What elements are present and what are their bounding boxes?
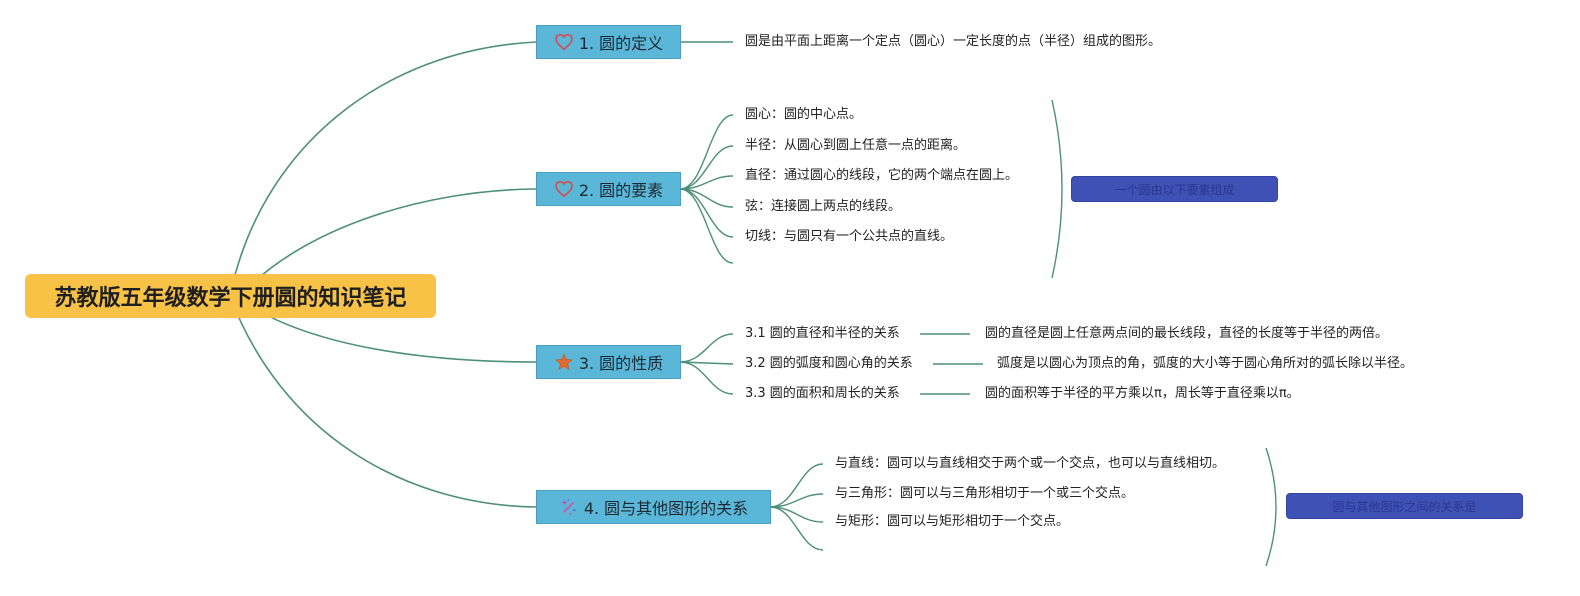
star-icon bbox=[554, 352, 574, 372]
connector-b3-c3 bbox=[679, 361, 734, 395]
branch-circle-relations[interactable]: 4. 圆与其他图形的关系 bbox=[536, 490, 771, 524]
connector-root-branch-1 bbox=[229, 41, 537, 297]
heart-outline-icon bbox=[554, 179, 574, 199]
summary-bracket-b4 bbox=[1265, 447, 1277, 567]
detail-property-3-3: 圆的面积等于半径的平方乘以π，周长等于直径乘以π。 bbox=[985, 386, 1300, 401]
root-topic[interactable]: 苏教版五年级数学下册圆的知识笔记 bbox=[25, 274, 436, 318]
leaf-property-3-3: 3.3 圆的面积和周长的关系 bbox=[745, 386, 900, 401]
branch-label: 2. 圆的要素 bbox=[578, 181, 664, 200]
branch-label: 4. 圆与其他图形的关系 bbox=[583, 499, 749, 518]
connector-b2-c6 bbox=[679, 188, 734, 264]
leaf-with-line: 与直线：圆可以与直线相交于两个或一个交点，也可以与直线相切。 bbox=[835, 456, 1226, 471]
connector-b2-c1 bbox=[679, 114, 734, 190]
magic-wand-icon bbox=[559, 497, 579, 517]
heart-outline-icon bbox=[554, 32, 574, 52]
branch-circle-elements[interactable]: 2. 圆的要素 bbox=[536, 172, 681, 206]
leaf-center: 圆心：圆的中心点。 bbox=[745, 107, 863, 122]
leaf-property-3-2: 3.2 圆的弧度和圆心角的关系 bbox=[745, 356, 913, 371]
leaf-radius: 半径：从圆心到圆上任意一点的距离。 bbox=[745, 138, 967, 153]
branch-circle-definition[interactable]: 1. 圆的定义 bbox=[536, 25, 681, 59]
root-title: 苏教版五年级数学下册圆的知识笔记 bbox=[54, 286, 407, 311]
summary-label: 圆与其他图形之间的关系是 bbox=[1332, 499, 1477, 514]
leaf-with-rectangle: 与矩形：圆可以与矩形相切于一个交点。 bbox=[835, 514, 1070, 529]
leaf-definition: 圆是由平面上距离一个定点（圆心）一定长度的点（半径）组成的图形。 bbox=[745, 34, 1162, 49]
connector-b4-c1 bbox=[769, 463, 824, 508]
leaf-diameter: 直径：通过圆心的线段，它的两个端点在圆上。 bbox=[745, 168, 1019, 183]
leaf-tangent: 切线：与圆只有一个公共点的直线。 bbox=[745, 229, 954, 244]
connector-b2-c2 bbox=[679, 145, 734, 190]
leaf-with-triangle: 与三角形：圆可以与三角形相切于一个或三个交点。 bbox=[835, 486, 1135, 501]
summary-label: 一个圆由以下要素组成 bbox=[1114, 182, 1235, 197]
branch-circle-properties[interactable]: 3. 圆的性质 bbox=[536, 345, 681, 379]
summary-bracket-b2 bbox=[1051, 99, 1063, 279]
summary-relations[interactable]: 圆与其他图形之间的关系是 bbox=[1286, 493, 1523, 519]
detail-property-3-2: 弧度是以圆心为顶点的角，弧度的大小等于圆心角所对的弧长除以半径。 bbox=[997, 356, 1414, 371]
summary-elements[interactable]: 一个圆由以下要素组成 bbox=[1071, 176, 1278, 202]
leaf-chord: 弦：连接圆上两点的线段。 bbox=[745, 199, 902, 214]
connector-b4-c4 bbox=[769, 506, 824, 551]
connector-b3-c2 bbox=[679, 361, 734, 365]
connector-root-branch-2 bbox=[239, 188, 537, 297]
connector-b3-c1 bbox=[679, 333, 734, 363]
connector-root-branch-4 bbox=[229, 295, 537, 508]
branch-label: 1. 圆的定义 bbox=[578, 34, 664, 53]
connector-b2-c5 bbox=[679, 188, 734, 238]
leaf-property-3-1: 3.1 圆的直径和半径的关系 bbox=[745, 326, 900, 341]
detail-property-3-1: 圆的直径是圆上任意两点间的最长线段，直径的长度等于半径的两倍。 bbox=[985, 326, 1389, 341]
connector-b2-c3 bbox=[679, 175, 734, 190]
branch-label: 3. 圆的性质 bbox=[578, 354, 664, 373]
